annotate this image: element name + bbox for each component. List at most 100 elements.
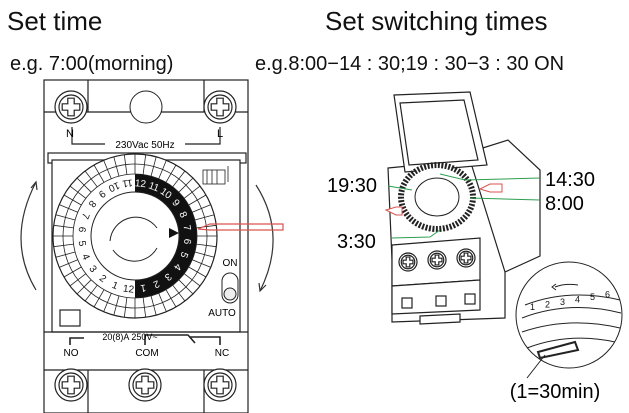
dial-number-day: 4 <box>171 261 183 272</box>
set-time-title: Set time <box>7 6 103 36</box>
dial-number-day: 5 <box>177 250 189 260</box>
dial-segment-tab[interactable] <box>76 279 92 295</box>
dial-segment-tab[interactable] <box>158 293 167 312</box>
dial-segment-tab[interactable] <box>59 259 78 268</box>
terminal-nc-label: NC <box>215 348 229 359</box>
callout-800: 8:00 <box>545 193 584 215</box>
dial-segment-tab[interactable] <box>178 279 194 295</box>
terminal-com-label: COM <box>135 348 158 359</box>
dial-segment-tab[interactable] <box>194 214 215 221</box>
screw-icon <box>203 368 237 402</box>
zoom-dial-number: 4 <box>575 295 580 305</box>
dial-segment-tab[interactable] <box>188 266 207 278</box>
dial-segment-tab[interactable] <box>194 251 215 258</box>
supply-wire <box>71 127 221 145</box>
rotation-arrow-icon <box>109 216 158 262</box>
screw-icon <box>456 248 476 268</box>
dial-segment-tab[interactable] <box>172 170 186 188</box>
dial-segment-tab[interactable] <box>165 164 177 183</box>
reset-tab <box>59 309 81 327</box>
zoom-dial-number: 1 <box>530 302 535 312</box>
dial-segment-tab[interactable] <box>192 204 211 213</box>
zoom-dial-number: 3 <box>560 297 565 307</box>
magnified-dial-segment <box>515 261 623 379</box>
dial-segment-tab[interactable] <box>93 289 105 308</box>
set-switching-example: e.g.8:00−14 : 30;19 : 30−3 : 30 ON <box>255 53 565 75</box>
zoom-dial-number: 6 <box>605 290 610 300</box>
mode-switch[interactable] <box>221 272 239 304</box>
dial-segment-tab[interactable] <box>113 156 120 177</box>
dial-segment-tab[interactable] <box>150 295 157 316</box>
dial-segment-tab[interactable] <box>69 185 87 199</box>
dial-segment-tab[interactable] <box>196 243 217 248</box>
dial-number-day: 8 <box>176 210 188 220</box>
dial-segment-tab[interactable] <box>113 295 120 316</box>
time-pointer-arrow <box>197 223 284 231</box>
dial-segment-tab[interactable] <box>188 194 207 206</box>
dial-segment-tab[interactable] <box>142 154 147 175</box>
dial-segment-tab[interactable] <box>93 164 105 183</box>
dial-segment-tab[interactable] <box>69 273 87 287</box>
dial-number-day: 9 <box>169 198 181 210</box>
dial-segment-tab[interactable] <box>103 293 112 312</box>
dial-number-night: 2 <box>97 273 108 285</box>
leader-lines <box>387 173 541 239</box>
dial-segment-tab[interactable] <box>55 251 76 258</box>
dial-segment-tab[interactable] <box>165 289 177 308</box>
dial-segment-tab[interactable] <box>192 259 211 268</box>
dial-number-night: 11 <box>121 176 133 188</box>
dial-segment-tab[interactable] <box>123 297 128 318</box>
dial-segment-tab[interactable] <box>123 154 128 175</box>
dial-segment-tab[interactable] <box>63 194 82 206</box>
perspective-dial <box>398 162 476 232</box>
dial-number-day: 7 <box>180 224 192 232</box>
dial-segment-tab[interactable] <box>183 273 201 287</box>
zoom-dial-number: 2 <box>545 300 550 310</box>
dial-segment-tab[interactable] <box>196 224 217 229</box>
center-hole-icon <box>129 90 163 124</box>
dial-segment-tab[interactable] <box>142 297 147 318</box>
dial-segment-tab[interactable] <box>150 156 157 177</box>
dial-number-day: 2 <box>151 277 161 289</box>
rating-label: 20(8)A 250V~ <box>102 332 157 342</box>
dial-segment-tab[interactable] <box>178 177 194 193</box>
switch-on-label: ON <box>223 258 238 269</box>
callout-330: 3:30 <box>337 231 376 253</box>
dial-number-day: 12 <box>134 178 147 190</box>
dial-segment-tab[interactable] <box>103 160 112 179</box>
set-time-example: e.g. 7:00(morning) <box>10 53 174 75</box>
dial-segment-tab[interactable] <box>59 204 78 213</box>
dial-number-night: 7 <box>79 211 91 221</box>
din-clip <box>419 313 461 325</box>
dial-number-night: 1 <box>110 280 120 292</box>
callout-1930: 19:30 <box>327 175 377 197</box>
dial-segment-tab[interactable] <box>63 266 82 278</box>
dial-segment-tab[interactable] <box>53 224 74 229</box>
supply-label: 230Vac 50Hz <box>115 140 174 151</box>
dial-number-day: 3 <box>162 270 174 282</box>
dial-segment-tab[interactable] <box>183 185 201 199</box>
dial-number-night: 3 <box>86 264 98 276</box>
dial-number-night: 4 <box>79 252 91 262</box>
screw-icon <box>54 368 88 402</box>
callout-1430: 14:30 <box>545 169 595 191</box>
set-switching-title: Set switching times <box>325 6 548 36</box>
dial-segment-tab[interactable] <box>84 170 98 188</box>
dial-number-day: 6 <box>181 238 193 245</box>
switch-auto-label: AUTO <box>208 308 236 319</box>
segment-pointer-arrows <box>384 183 503 216</box>
terminal-no-label: NO <box>64 348 79 359</box>
dial-number-night: 9 <box>96 187 108 199</box>
segment-note: (1=30min) <box>510 381 601 403</box>
dial-segment-tab[interactable] <box>84 284 98 302</box>
dial-number-night: 6 <box>76 226 88 233</box>
dial-segment-tab[interactable] <box>158 160 167 179</box>
dial-segment-tab[interactable] <box>76 177 92 193</box>
dial-segment-tab[interactable] <box>53 243 74 248</box>
rotate-arrows-icon <box>20 180 274 293</box>
terminal-l-label: L <box>217 128 223 140</box>
dial-segment-tab[interactable] <box>55 214 76 221</box>
dial-segment-tab[interactable] <box>172 284 186 302</box>
